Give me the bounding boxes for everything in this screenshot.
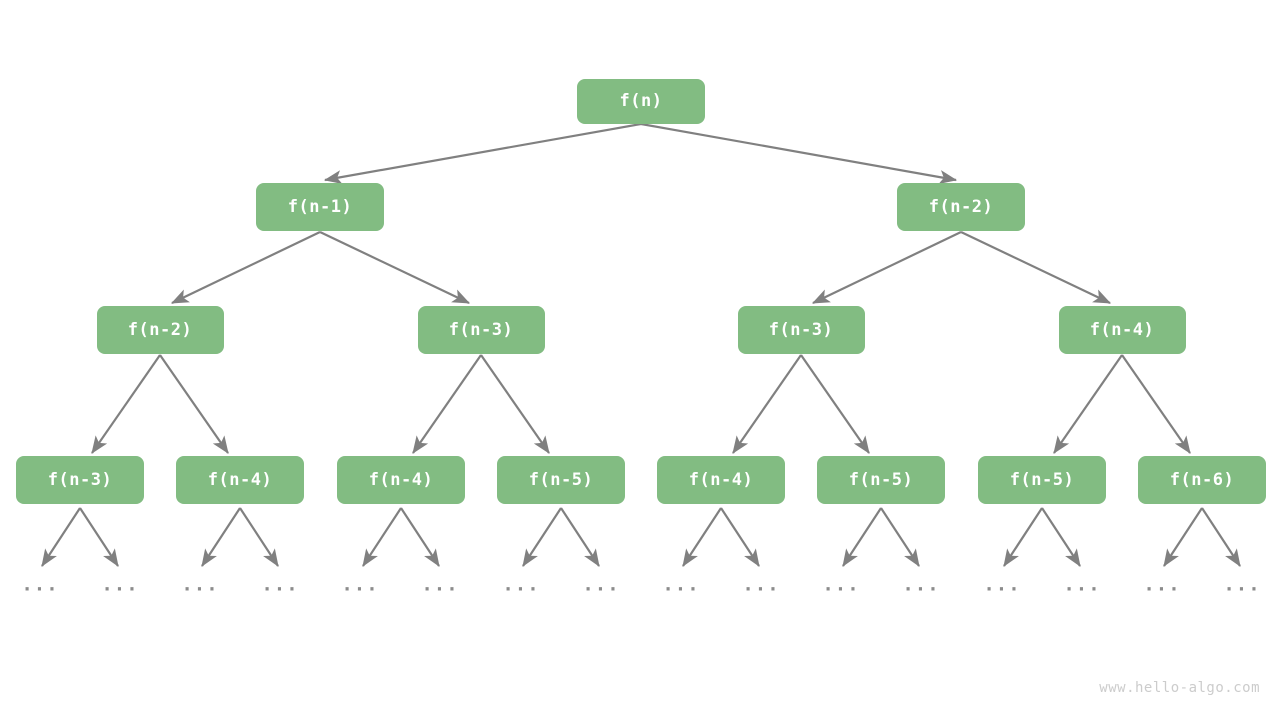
tree-node: f(n-5) — [497, 456, 625, 504]
tree-edge — [522, 507, 562, 567]
tree-node: f(n-6) — [1138, 456, 1266, 504]
tree-edge — [412, 354, 482, 454]
tree-edge — [1003, 507, 1043, 567]
tree-edge — [640, 122, 958, 185]
tree-edge — [1041, 507, 1081, 567]
tree-edge — [800, 354, 870, 454]
ellipsis-item: ... — [1143, 573, 1181, 596]
tree-edge — [1163, 507, 1203, 567]
tree-node: f(n-4) — [1058, 306, 1186, 354]
tree-edge — [323, 122, 642, 185]
ellipsis-item: ... — [502, 573, 540, 596]
ellipsis-item: ... — [742, 573, 780, 596]
ellipsis-item: ... — [582, 573, 620, 596]
ellipsis-item: ... — [983, 573, 1021, 596]
ellipsis-item: ... — [662, 573, 700, 596]
tree-edge — [79, 507, 119, 567]
tree-edge — [41, 507, 81, 567]
tree-edge — [842, 507, 882, 567]
tree-edge — [812, 231, 962, 304]
ellipsis-item: ... — [21, 573, 59, 596]
ellipsis-item: ... — [1223, 573, 1261, 596]
tree-node: f(n-1) — [256, 183, 384, 231]
tree-edge — [880, 507, 920, 567]
tree-node: f(n) — [577, 78, 705, 124]
ellipsis-item: ... — [902, 573, 940, 596]
tree-edge — [960, 231, 1111, 304]
tree-edge — [201, 507, 241, 567]
tree-node: f(n-2) — [96, 306, 224, 354]
tree-edge — [480, 354, 550, 454]
tree-edge — [171, 231, 321, 304]
tree-edge — [682, 507, 722, 567]
watermark-label: www.hello-algo.com — [1099, 680, 1260, 696]
tree-edge — [362, 507, 402, 567]
tree-edge — [1201, 507, 1241, 567]
tree-edge — [1121, 354, 1191, 454]
ellipsis-item: ... — [181, 573, 219, 596]
ellipsis-item: ... — [421, 573, 459, 596]
tree-node: f(n-5) — [817, 456, 945, 504]
ellipsis-item: ... — [261, 573, 299, 596]
tree-edge — [1053, 354, 1123, 454]
ellipsis-item: ... — [822, 573, 860, 596]
ellipsis-item: ... — [341, 573, 379, 596]
tree-edge — [400, 507, 440, 567]
tree-node: f(n-2) — [897, 183, 1025, 231]
tree-edge — [732, 354, 802, 454]
tree-edge — [560, 507, 600, 567]
tree-node: f(n-4) — [337, 456, 465, 504]
tree-edge — [319, 231, 470, 304]
tree-node: f(n-4) — [657, 456, 785, 504]
tree-node: f(n-4) — [176, 456, 304, 504]
tree-node: f(n-5) — [978, 456, 1106, 504]
tree-edge — [720, 507, 760, 567]
tree-node: f(n-3) — [737, 306, 865, 354]
tree-node: f(n-3) — [16, 456, 144, 504]
tree-edge — [159, 354, 229, 454]
tree-edge — [239, 507, 279, 567]
tree-node: f(n-3) — [417, 306, 545, 354]
tree-edge — [91, 354, 161, 454]
ellipsis-item: ... — [101, 573, 139, 596]
ellipsis-item: ... — [1063, 573, 1101, 596]
